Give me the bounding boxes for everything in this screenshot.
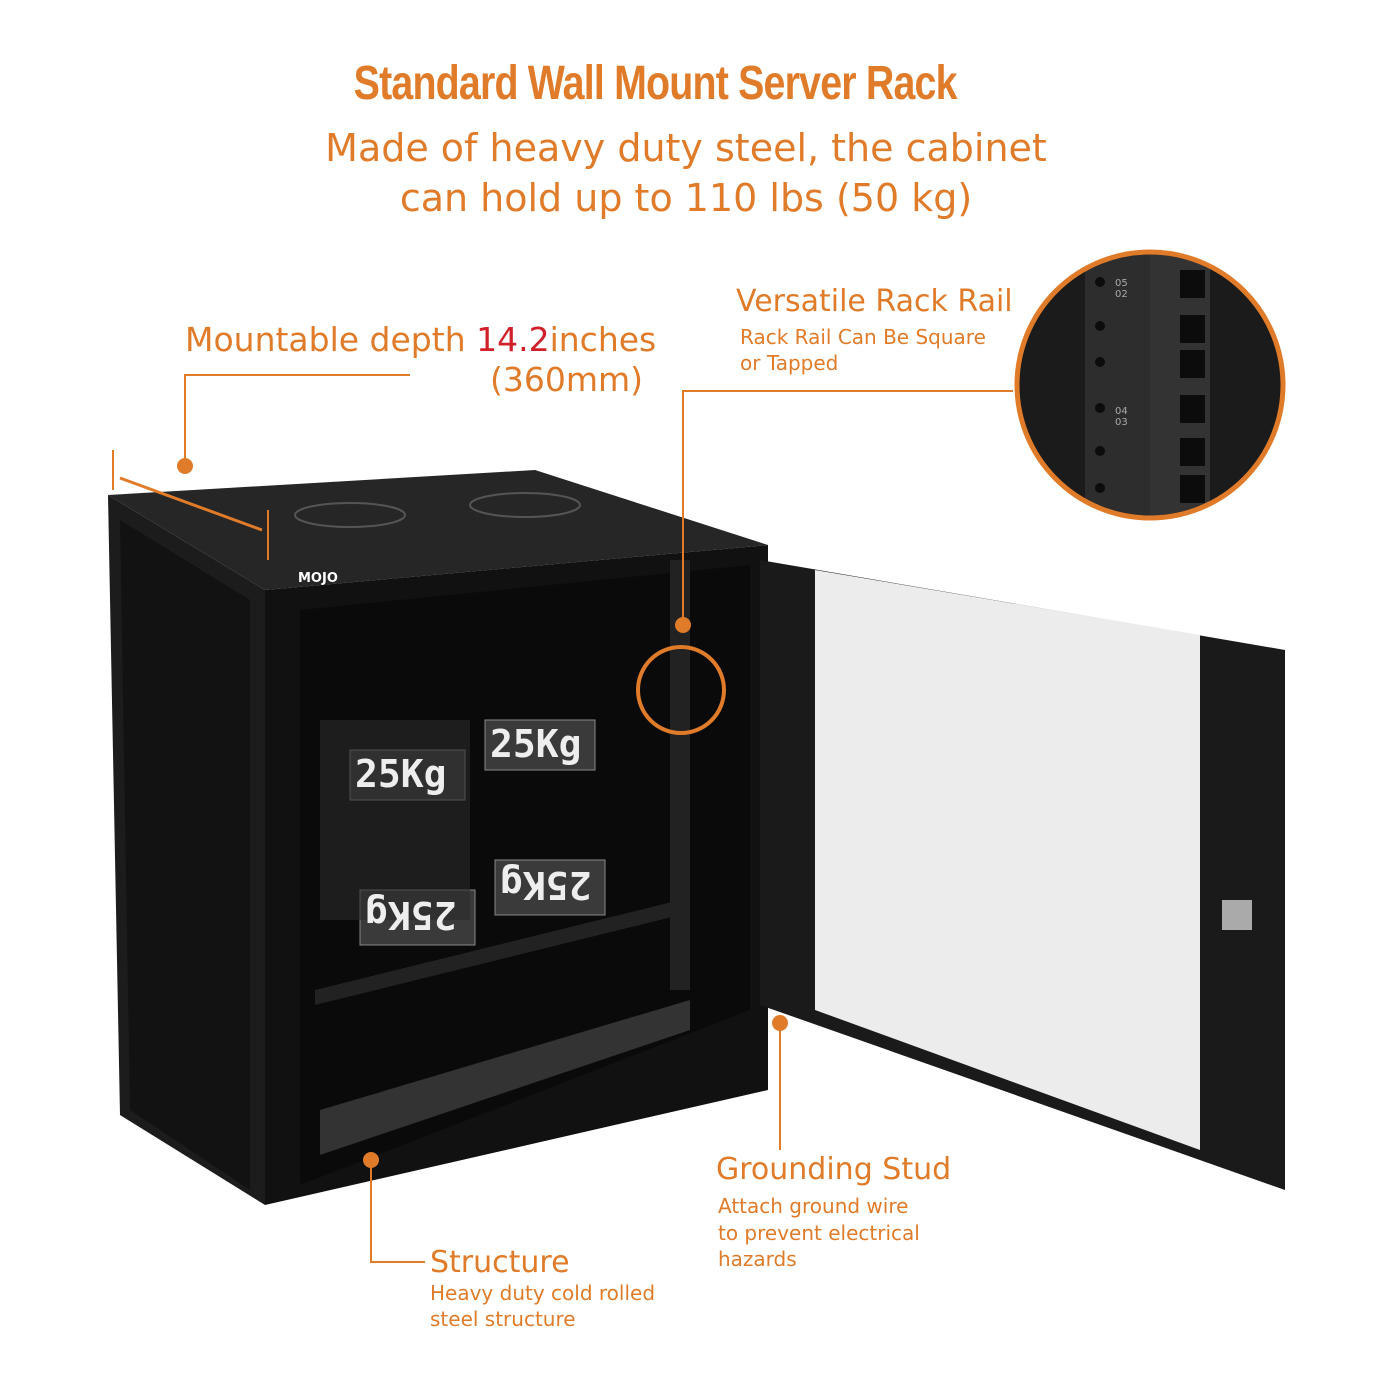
rack-rail-desc2: or Tapped: [740, 351, 839, 375]
grounding-title: Grounding Stud: [716, 1152, 952, 1187]
glass-door[interactable]: [760, 560, 1285, 1190]
subtitle-line1: Made of heavy duty steel, the cabinet: [325, 126, 1047, 170]
weight-label-4: 25Kg: [500, 863, 592, 907]
grounding-desc2: to prevent electrical: [718, 1221, 920, 1245]
depth-metric: (360mm): [490, 360, 644, 399]
depth-label: Mountable depth 14.2inches: [185, 320, 657, 359]
structure-desc1: Heavy duty cold rolled: [430, 1281, 656, 1305]
rack-rail-closeup: [1017, 252, 1283, 518]
grounding-desc1: Attach ground wire: [718, 1194, 909, 1218]
weight-label-2: 25Kg: [490, 722, 582, 766]
door-lock-icon: [1222, 900, 1252, 930]
subtitle-line2: can hold up to 110 lbs (50 kg): [399, 176, 973, 220]
weight-label-1: 25Kg: [355, 752, 447, 796]
brand-logo: MOJO: [298, 571, 338, 586]
page-title: Standard Wall Mount Server Rack: [353, 57, 958, 110]
rack-rail-desc1: Rack Rail Can Be Square: [740, 325, 986, 349]
structure-title: Structure: [430, 1245, 570, 1280]
rack-rail-title: Versatile Rack Rail: [736, 284, 1013, 319]
structure-desc2: steel structure: [430, 1307, 576, 1331]
grounding-desc3: hazards: [718, 1247, 797, 1271]
weight-label-3: 25Kg: [365, 893, 457, 937]
callout-lines: [112, 374, 1013, 1263]
weights: [320, 719, 606, 946]
callout-dots: [177, 458, 788, 1168]
